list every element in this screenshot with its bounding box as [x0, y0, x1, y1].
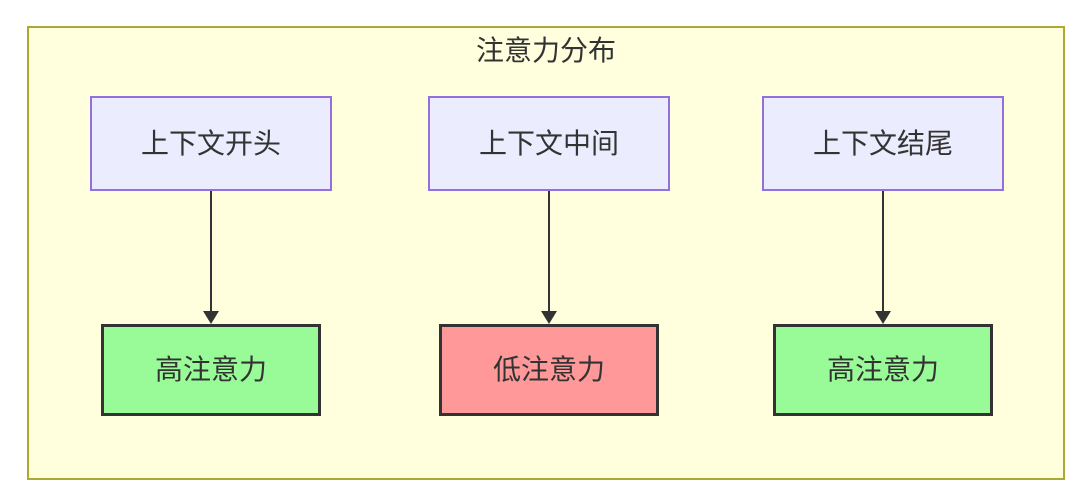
down-arrow-2 — [541, 191, 557, 324]
down-arrow-1 — [203, 191, 219, 324]
column-context-start: 上下文开头 高注意力 — [86, 96, 336, 416]
down-arrow-3 — [875, 191, 891, 324]
node-context-start-label: 上下文开头 — [140, 127, 281, 159]
node-high-attention-2: 高注意力 — [773, 324, 993, 416]
node-context-end: 上下文结尾 — [762, 96, 1004, 191]
arrowhead-down-icon — [875, 311, 891, 324]
arrowhead-down-icon — [203, 311, 219, 324]
arrow-line — [210, 191, 212, 311]
panel-title: 注意力分布 — [475, 35, 616, 66]
node-context-middle: 上下文中间 — [428, 96, 670, 191]
node-high-attention-2-label: 高注意力 — [826, 354, 939, 385]
attention-distribution-panel: 注意力分布 上下文开头 高注意力 上下文中间 低注意力 — [27, 26, 1065, 480]
arrowhead-down-icon — [541, 311, 557, 324]
column-context-end: 上下文结尾 高注意力 — [758, 96, 1008, 416]
node-context-end-label: 上下文结尾 — [812, 127, 953, 159]
node-high-attention-1-label: 高注意力 — [154, 354, 267, 385]
node-context-middle-label: 上下文中间 — [478, 127, 619, 159]
node-low-attention: 低注意力 — [439, 324, 659, 416]
node-low-attention-label: 低注意力 — [492, 354, 605, 385]
node-high-attention-1: 高注意力 — [101, 324, 321, 416]
column-context-middle: 上下文中间 低注意力 — [424, 96, 674, 416]
node-context-start: 上下文开头 — [90, 96, 332, 191]
arrow-line — [882, 191, 884, 311]
arrow-line — [548, 191, 550, 311]
